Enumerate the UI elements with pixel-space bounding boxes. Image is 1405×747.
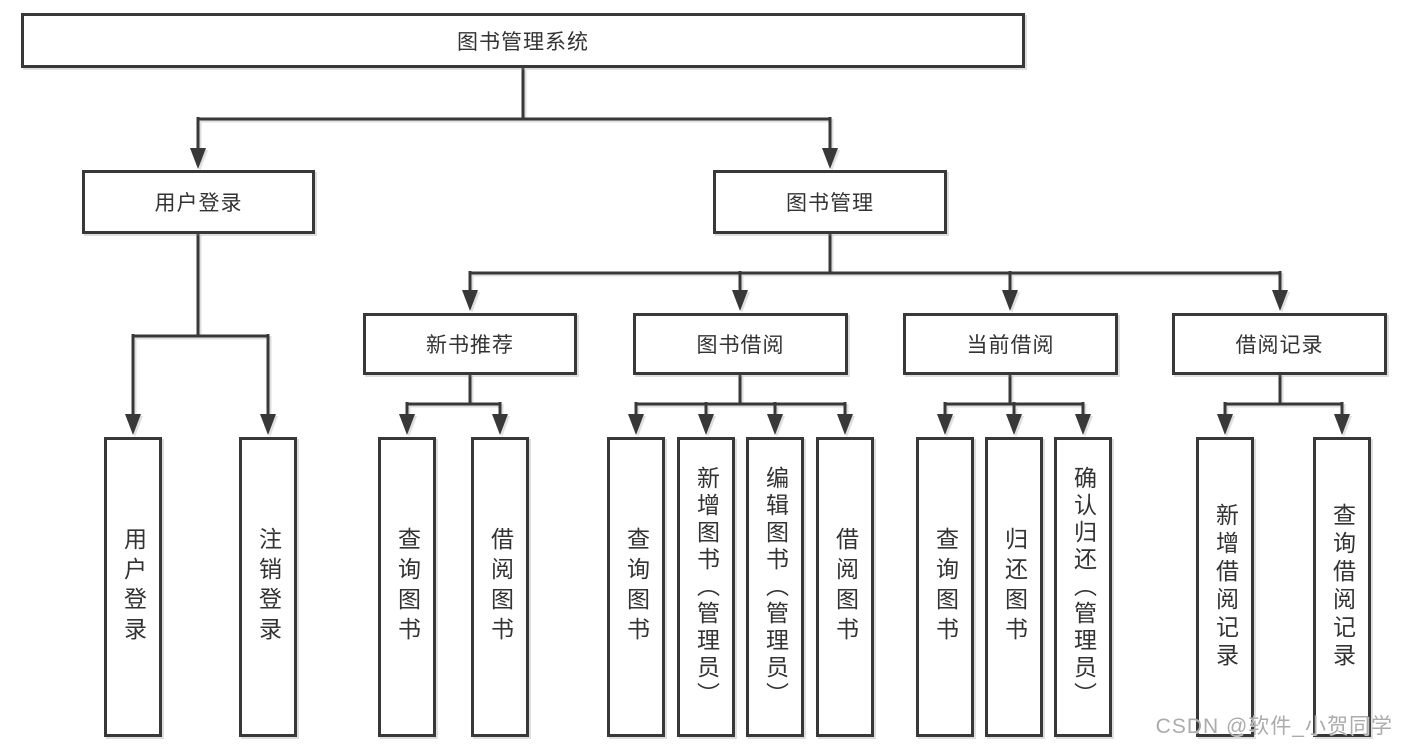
leaf-query-borrow-record: 查询借阅记录 [1313,437,1371,737]
leaf-return-books: 归还图书 [985,437,1043,737]
leaf-borrow-books-borrow: 借阅图书 [816,437,874,737]
node-book-management-label: 图书管理 [786,192,874,215]
node-user-login: 用户登录 [82,170,315,234]
leaf-return-books-label: 归还图书 [1001,527,1028,647]
node-new-book-recommend-label: 新书推荐 [426,334,514,357]
leaf-query-borrow-record-label: 查询借阅记录 [1329,503,1356,671]
leaf-borrow-books-recommend-label: 借阅图书 [487,527,514,647]
leaf-query-books-borrow-label: 查询图书 [623,527,650,647]
leaf-add-borrow-record: 新增借阅记录 [1196,437,1254,737]
leaf-add-borrow-record-label: 新增借阅记录 [1212,503,1239,671]
node-book-borrow-label: 图书借阅 [696,334,785,357]
csdn-watermark: CSDN @软件_小贺同学 [1155,715,1393,738]
node-borrow-records: 借阅记录 [1172,313,1387,375]
leaf-confirm-return-admin-label: 确认归还（管理员） [1070,465,1097,709]
leaf-logout-login-label: 注销登录 [255,527,282,647]
leaf-add-books-admin: 新增图书（管理员） [677,437,735,737]
node-book-borrow: 图书借阅 [633,313,848,375]
node-new-book-recommend: 新书推荐 [363,313,577,375]
node-root-label: 图书管理系统 [457,30,589,54]
node-root-system: 图书管理系统 [21,13,1025,68]
leaf-borrow-books-recommend: 借阅图书 [471,437,529,737]
node-book-management: 图书管理 [713,170,947,234]
leaf-edit-books-admin-label: 编辑图书（管理员） [762,465,789,709]
leaf-confirm-return-admin: 确认归还（管理员） [1054,437,1112,737]
node-current-borrow: 当前借阅 [903,313,1118,375]
leaf-query-books-recommend-label: 查询图书 [394,527,421,647]
leaf-user-login: 用户登录 [104,437,162,737]
node-user-login-label: 用户登录 [154,192,243,215]
arrowheads [125,148,1350,435]
leaf-add-books-admin-label: 新增图书（管理员） [693,465,720,709]
leaf-query-books-current-label: 查询图书 [932,527,959,647]
node-current-borrow-label: 当前借阅 [966,334,1055,357]
leaf-borrow-books-borrow-label: 借阅图书 [832,527,859,647]
node-borrow-records-label: 借阅记录 [1235,334,1324,357]
leaf-query-books-recommend: 查询图书 [378,437,436,737]
leaf-user-login-label: 用户登录 [120,527,147,647]
leaf-logout-login: 注销登录 [239,437,297,737]
leaf-query-books-borrow: 查询图书 [607,437,665,737]
leaf-query-books-current: 查询图书 [916,437,974,737]
leaf-edit-books-admin: 编辑图书（管理员） [746,437,804,737]
